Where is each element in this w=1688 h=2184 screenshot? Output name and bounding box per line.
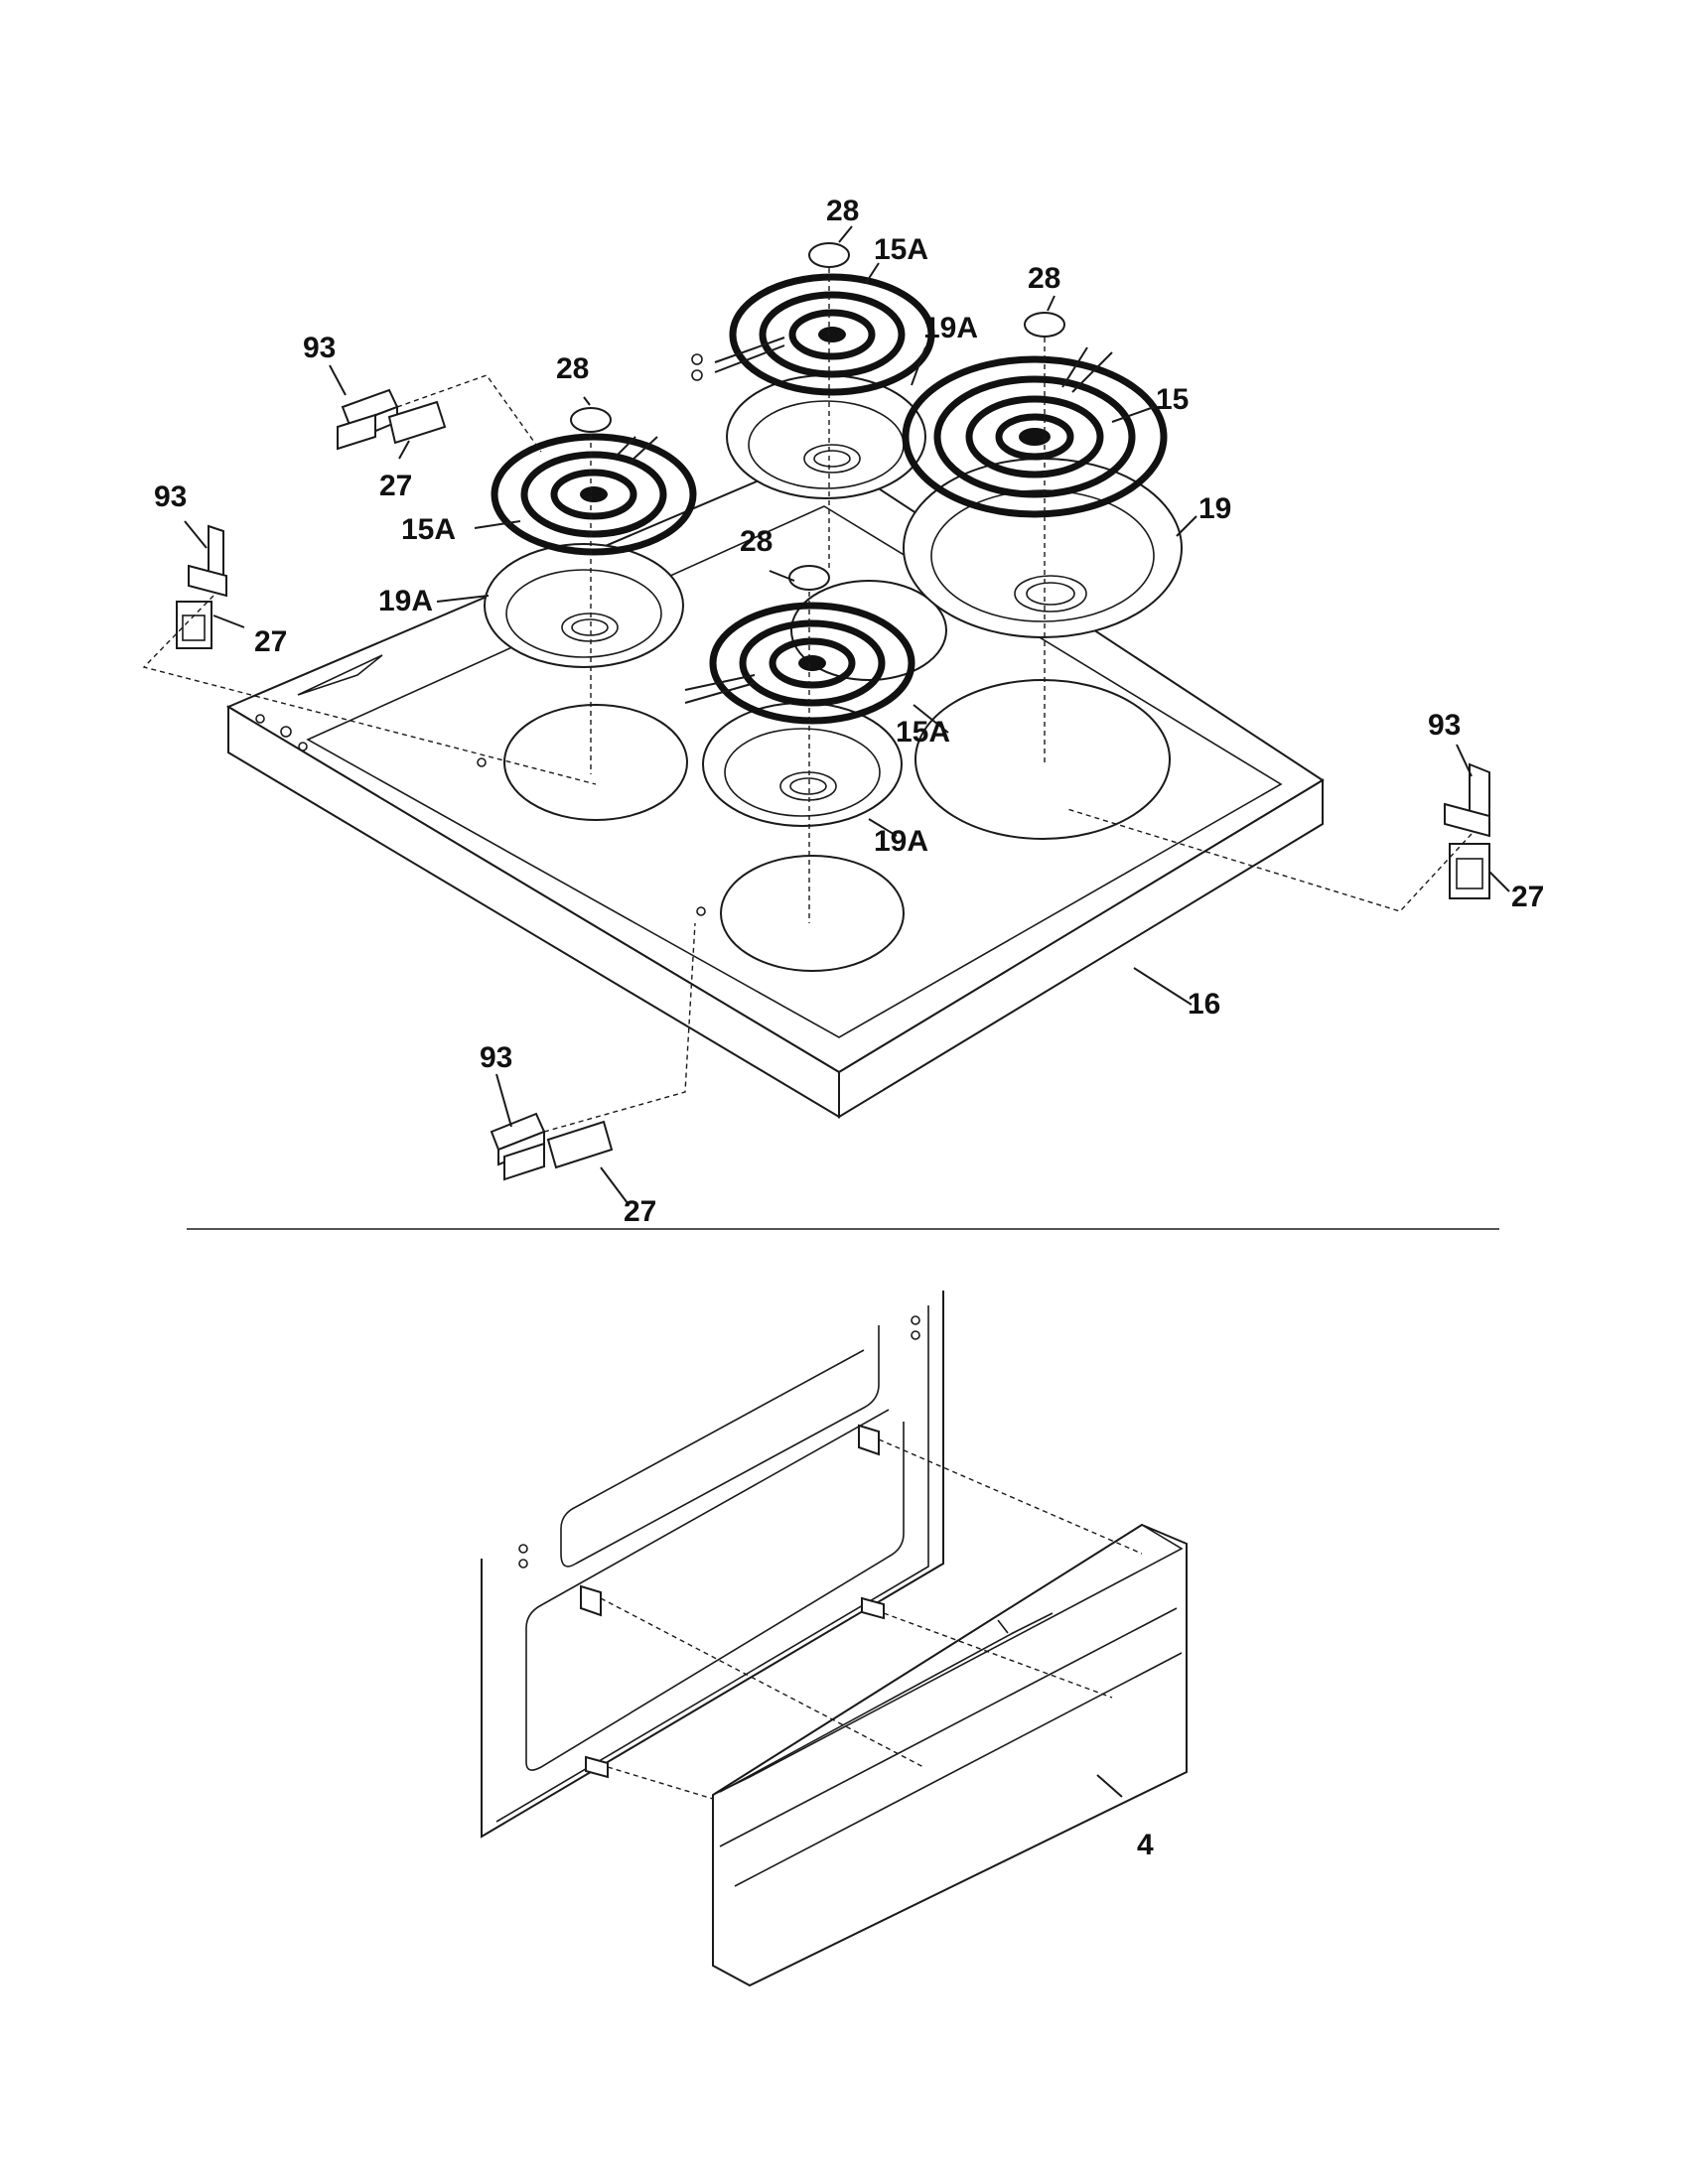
- callout-16-cooktop: 16: [1188, 988, 1220, 1021]
- range-body-frame: [481, 1291, 944, 1839]
- trim-cap-left: [570, 407, 612, 433]
- callout-28-left: 28: [556, 352, 589, 385]
- coil-element-large: [902, 346, 1168, 518]
- callout-93-left: 93: [154, 480, 187, 513]
- coil-element-left: [491, 433, 697, 556]
- callout-leader-drawer: [1096, 1774, 1123, 1798]
- callout-93-left-upper: 93: [303, 332, 336, 364]
- callout-15-large: 15: [1156, 383, 1189, 416]
- callout-leaders: [184, 225, 1510, 1204]
- callout-27-left: 27: [254, 625, 287, 658]
- trim-cap-rear-center: [808, 242, 850, 268]
- bracket-right: [1449, 843, 1490, 899]
- drip-pan-left: [484, 543, 684, 668]
- callout-28-right: 28: [1028, 262, 1060, 295]
- callout-19a-left: 19A: [378, 585, 433, 617]
- callout-93-right: 93: [1428, 709, 1461, 742]
- callout-93-bottom: 93: [480, 1041, 512, 1074]
- callout-28-rear-center: 28: [826, 195, 859, 227]
- bracket-left-upper: [337, 400, 447, 451]
- drawer-assembly-lines: [600, 1438, 1143, 1800]
- callout-4-drawer: 4: [1137, 1829, 1154, 1861]
- assembly-axis-lines: [590, 268, 1046, 923]
- callout-15a-left: 15A: [401, 513, 456, 546]
- bracket-bottom: [503, 1120, 614, 1181]
- callout-15a-rear-center: 15A: [874, 233, 928, 266]
- receptacle-left: [188, 524, 227, 598]
- coil-element-front-center: [684, 602, 915, 725]
- trim-cap-front-center: [788, 565, 830, 591]
- trim-cap-right: [1024, 312, 1065, 338]
- callout-27-right: 27: [1511, 881, 1544, 913]
- callout-28-front-center: 28: [740, 525, 773, 558]
- callout-19-large: 19: [1198, 492, 1231, 525]
- receptacle-right: [1444, 762, 1490, 838]
- callout-19a-front-center: 19A: [874, 825, 928, 858]
- callout-15a-front-center: 15A: [896, 716, 950, 749]
- callout-27-bottom: 27: [624, 1195, 656, 1228]
- callout-19a-rear-center: 19A: [923, 312, 978, 344]
- callout-27-left-upper: 27: [379, 470, 412, 502]
- bracket-left: [176, 601, 212, 649]
- drawer-panel: [712, 1523, 1188, 1987]
- coil-element-rear-center: [691, 273, 935, 396]
- receptacle-wire-paths: [142, 374, 1473, 1133]
